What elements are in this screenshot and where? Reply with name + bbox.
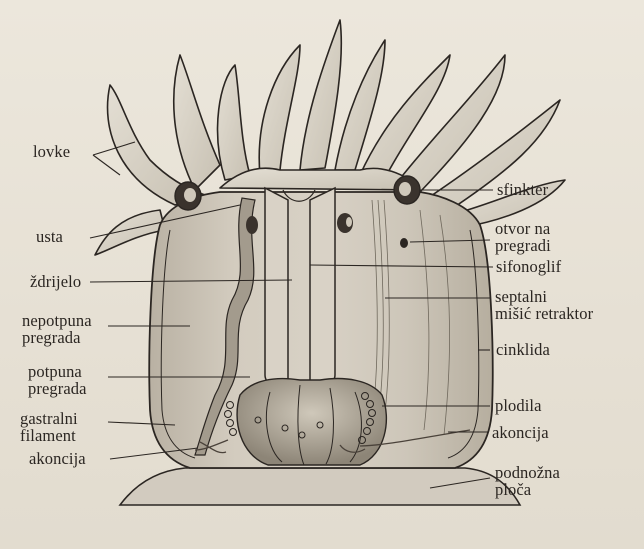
label-zdrijelo: ždrijelo bbox=[30, 273, 81, 290]
gastric-chamber bbox=[237, 379, 386, 465]
label-gastralni-filament: gastralni filament bbox=[20, 410, 78, 444]
label-akoncija-right: akoncija bbox=[492, 424, 549, 441]
label-sfinkter: sfinkter bbox=[497, 181, 548, 198]
label-gastralni-line1: gastralni bbox=[20, 410, 78, 427]
label-podnozna-line2: ploča bbox=[495, 481, 560, 498]
label-akoncija-right-text: akoncija bbox=[492, 424, 549, 441]
label-gastralni-line2: filament bbox=[20, 427, 78, 444]
label-potpuna-line2: pregrada bbox=[28, 380, 87, 397]
label-septalni-misic-retraktor: septalni mišić retraktor bbox=[495, 288, 593, 322]
label-nepotpuna-pregrada: nepotpuna pregrada bbox=[22, 312, 92, 346]
label-usta-text: usta bbox=[36, 228, 63, 245]
label-septalni-line1: septalni bbox=[495, 288, 593, 305]
label-usta: usta bbox=[36, 228, 63, 245]
label-zdrijelo-text: ždrijelo bbox=[30, 273, 81, 290]
label-otvor-na-pregradi: otvor na pregradi bbox=[495, 220, 551, 254]
label-otvor-line2: pregradi bbox=[495, 237, 551, 254]
label-sfinkter-text: sfinkter bbox=[497, 181, 548, 198]
label-cinklida-text: cinklida bbox=[496, 341, 550, 358]
label-nepotpuna-line1: nepotpuna bbox=[22, 312, 92, 329]
pedal-disc bbox=[120, 468, 520, 505]
label-nepotpuna-line2: pregrada bbox=[22, 329, 92, 346]
label-podnozna-ploca: podnožna ploča bbox=[495, 464, 560, 498]
label-podnozna-line1: podnožna bbox=[495, 464, 560, 481]
label-lovke-text: lovke bbox=[33, 143, 70, 160]
label-otvor-line1: otvor na bbox=[495, 220, 551, 237]
label-sifonoglif-text: sifonoglif bbox=[496, 258, 561, 275]
label-akoncija-left: akoncija bbox=[29, 450, 86, 467]
label-plodila-text: plodila bbox=[495, 397, 542, 414]
label-cinklida: cinklida bbox=[496, 341, 550, 358]
label-lovke: lovke bbox=[33, 143, 70, 160]
label-potpuna-pregrada: potpuna pregrada bbox=[28, 363, 87, 397]
label-sifonoglif: sifonoglif bbox=[496, 258, 561, 275]
label-potpuna-line1: potpuna bbox=[28, 363, 87, 380]
label-septalni-line2: mišić retraktor bbox=[495, 305, 593, 322]
label-akoncija-left-text: akoncija bbox=[29, 450, 86, 467]
label-plodila: plodila bbox=[495, 397, 542, 414]
